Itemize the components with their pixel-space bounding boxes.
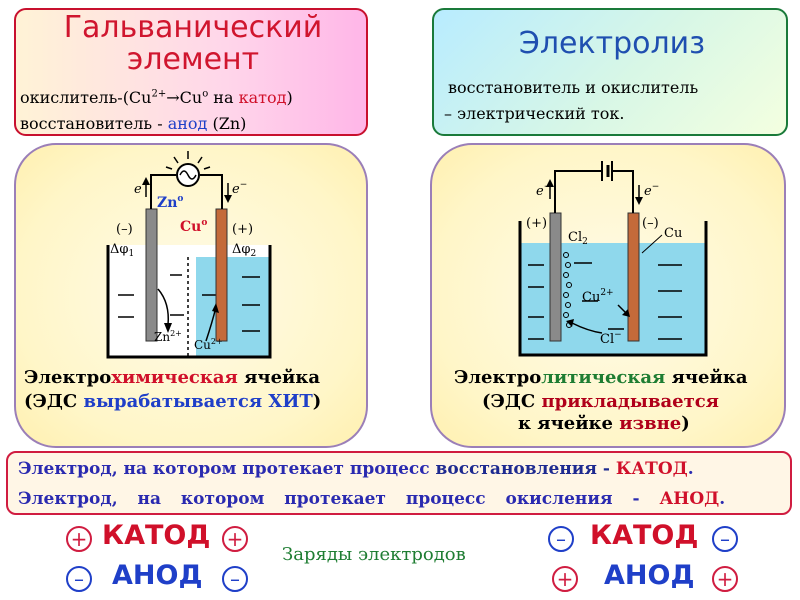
electrolysis-box: Электролиз восстановитель и окислитель –… [432, 8, 788, 136]
plus-sign-label: (+) [526, 216, 547, 231]
electrolyte-right [196, 257, 270, 357]
cl-ion-arrow [571, 322, 603, 334]
reducer-line: восстановитель - анод (Zn) [20, 114, 247, 133]
left-anode-minus-badge: – [66, 566, 92, 592]
left-caption-line2: (ЭДС вырабатывается ХИТ) [24, 391, 322, 412]
electrolysis-title: Электролиз [518, 26, 706, 61]
galvanic-element-box: Гальванический элемент окислитель-(Cu2+→… [14, 8, 368, 136]
left-caption-line1: Электрохимическая ячейка [24, 367, 321, 388]
electron-label-right: e− [644, 182, 659, 199]
wire-right [612, 170, 634, 213]
cathode-definition: Электрод, на котором протекает процесс в… [18, 459, 694, 479]
definitions-box: Электрод, на котором протекает процесс в… [6, 451, 792, 515]
right-anode-plus-badge-2: + [712, 566, 738, 592]
dphi1-label: Δφ1 [110, 242, 134, 259]
electrode-charges-label: Заряды электродов [282, 544, 466, 565]
zn-ion-arrow [157, 288, 170, 326]
wire-right [200, 174, 223, 209]
cl2-label: Cl2 [568, 230, 588, 247]
liquid-lines [528, 262, 682, 340]
cu-ion-label: Cu2+ [194, 337, 223, 352]
right-caption-line2: (ЭДС прикладывается [482, 391, 719, 412]
copper-electrode [215, 208, 228, 342]
cathode-electrode [627, 212, 640, 342]
anode-definition: Электрод, на котором протекает процесс о… [18, 489, 726, 509]
cl-ion-label: Cl− [600, 330, 622, 347]
electron-label-left: e− [536, 182, 551, 199]
dphi2-label: Δφ2 [232, 242, 256, 259]
liquid-lines [118, 274, 260, 332]
right-caption-line3: к ячейке извне) [518, 413, 690, 434]
left-cathode-plus-badge-2: + [222, 526, 248, 552]
right-anode-plus-badge: + [552, 566, 578, 592]
oxidizer-line: окислитель-(Cu2+→Cuo на катод) [20, 88, 293, 107]
electron-label-right: e− [232, 180, 247, 197]
cu-label: Cu [664, 226, 682, 241]
electron-label-left: e− [134, 180, 149, 197]
beaker-outline [518, 221, 708, 357]
gas-bubbles [563, 252, 572, 328]
left-cathode-plus-badge: + [66, 526, 92, 552]
right-anode-label: АНОД [604, 560, 695, 591]
zn-label: Zno [157, 194, 183, 211]
right-cathode-label: КАТОД [590, 520, 699, 551]
lamp-rays-icon [165, 151, 211, 170]
right-cathode-minus-badge: – [548, 526, 574, 552]
galvanic-cell-panel: e− e− Zno Cuo (–) (+) Δφ1 Δφ2 Zn2+ Cu2+ … [14, 143, 368, 448]
electrolytic-cell-diagram: e− e− (+) (–) Cl2 Cu Cu2+ Cl− [518, 161, 708, 357]
electrolysis-line1: восстановитель и окислитель [448, 78, 699, 97]
cu-label: Cuo [180, 218, 207, 235]
galvanic-cell-diagram: e− e− Zno Cuo (–) (+) Δφ1 Δφ2 Zn2+ Cu2+ [106, 151, 272, 359]
beaker-outline [106, 245, 272, 359]
electrolysis-line2: – электрический ток. [444, 104, 625, 123]
left-anode-label: АНОД [112, 560, 203, 591]
minus-sign-label: (–) [116, 222, 133, 237]
anode-electrode [549, 212, 562, 342]
zinc-electrode [145, 208, 158, 342]
wire-left [150, 174, 176, 209]
galvanic-title-line2: элемент [126, 42, 260, 77]
cu-ion-label: Cu2+ [582, 288, 614, 305]
galvanic-title: Гальванический элемент [16, 12, 370, 76]
zn-ion-label: Zn2+ [154, 329, 182, 344]
minus-sign-label: (–) [642, 216, 659, 231]
left-cathode-label: КАТОД [102, 520, 211, 551]
left-anode-minus-badge-2: – [222, 566, 248, 592]
right-caption-line1: Электролитическая ячейка [454, 367, 748, 388]
wire-left [554, 170, 602, 213]
cu-ion-arrow [617, 304, 627, 314]
plus-sign-label: (+) [232, 222, 253, 237]
galvanic-title-line1: Гальванический [63, 10, 323, 45]
right-cathode-minus-badge-2: – [712, 526, 738, 552]
electrolytic-cell-panel: e− e− (+) (–) Cl2 Cu Cu2+ Cl− Электролит… [430, 143, 786, 448]
